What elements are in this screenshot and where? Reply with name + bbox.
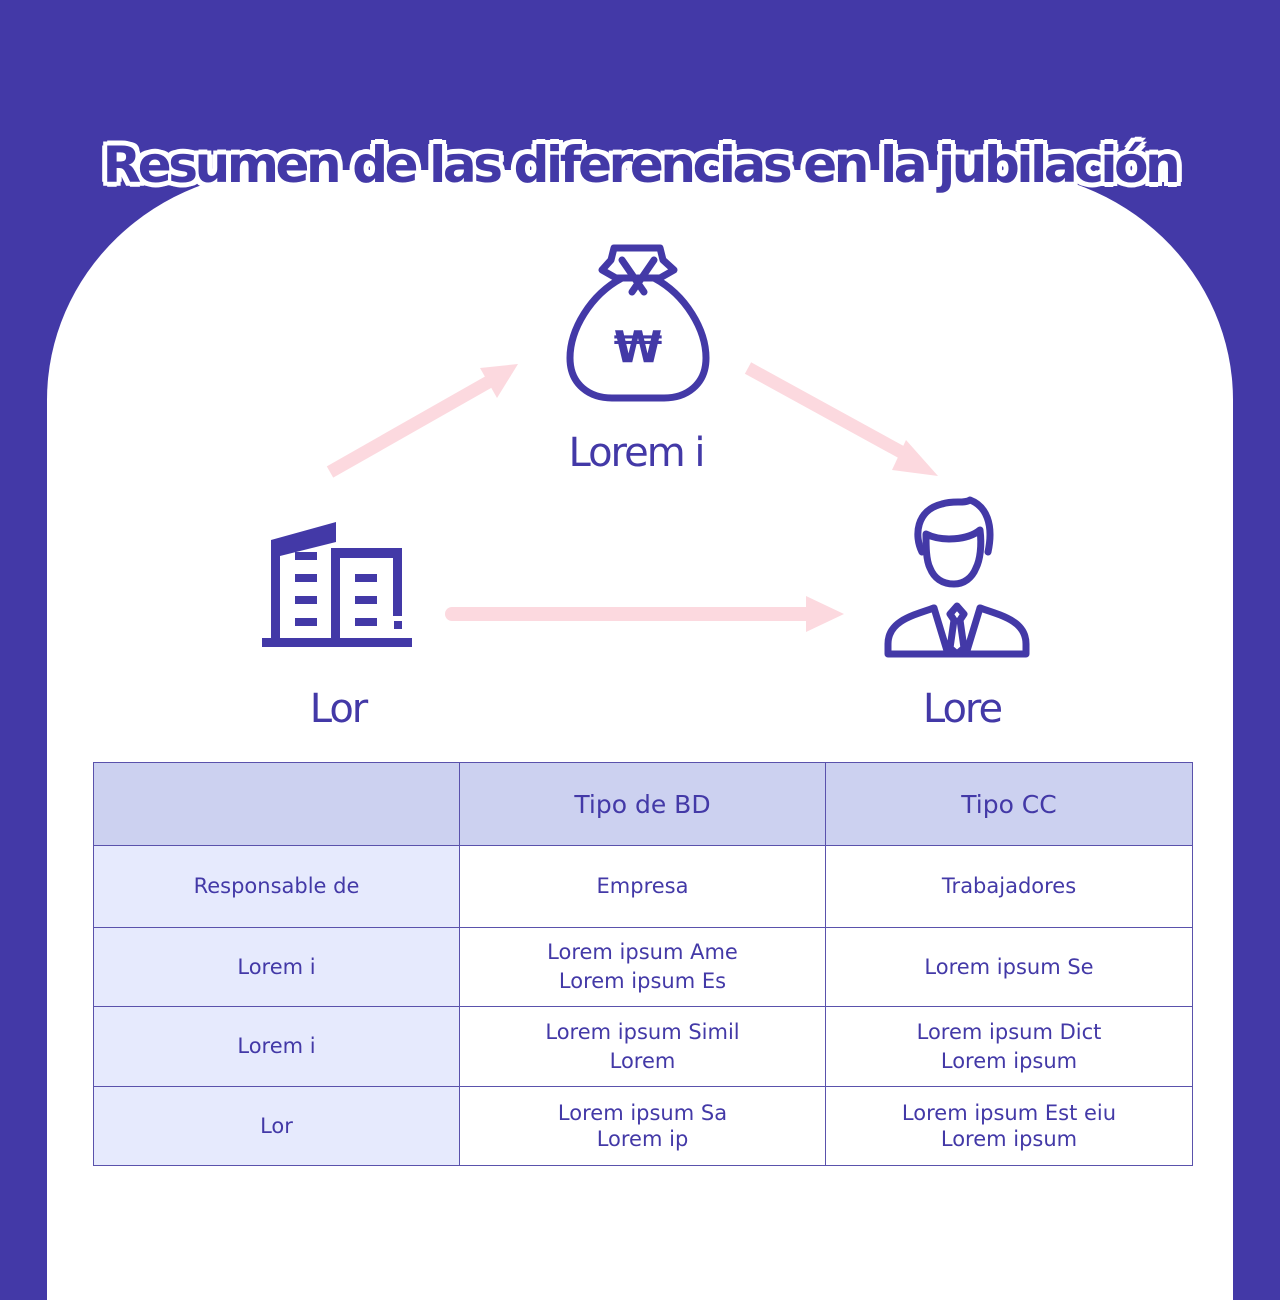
office-building-icon <box>262 522 412 647</box>
cell-cc: Trabajadores <box>825 845 1193 928</box>
cell-line: Lorem ipsum Sa <box>557 1101 728 1125</box>
money-bag-won-icon: ₩ <box>566 244 710 402</box>
cell-line: Lorem ip <box>596 1127 689 1151</box>
cell-bd: Lorem ipsum Ame Lorem ipsum Es <box>459 927 826 1007</box>
row-header: Lorem i <box>93 1006 460 1087</box>
header-cell-bd: Tipo de BD <box>459 762 826 846</box>
table-header-row: Tipo de BD Tipo CC <box>93 762 1193 846</box>
arrow-company-to-worker <box>445 596 844 632</box>
cell-line: Empresa <box>596 874 689 898</box>
cell-cc: Lorem ipsum Se <box>825 927 1193 1007</box>
cell-line: Lorem ipsum <box>940 1048 1078 1073</box>
cell-line: Lorem ipsum <box>940 1127 1078 1151</box>
node-label-company: Lor <box>309 686 369 732</box>
cell-line: Lorem ipsum Simil <box>545 1019 740 1044</box>
cell-line: Lorem ipsum Ame <box>547 940 738 964</box>
comparison-table: Tipo de BD Tipo CC Responsable de Empres… <box>93 762 1193 1166</box>
row-header: Responsable de <box>93 845 460 928</box>
cell-line: Lorem <box>609 1048 676 1073</box>
cell-line: Lorem ipsum Est eiu <box>901 1101 1117 1125</box>
node-label-fund: Lorem i <box>568 430 705 476</box>
cell-line: Lorem ipsum Dict <box>916 1019 1102 1044</box>
page-title: Resumen de las diferencias en la jubilac… <box>102 136 1181 194</box>
table-row: Lorem i Lorem ipsum Ame Lorem ipsum Es L… <box>93 927 1193 1007</box>
cell-line: Lorem ipsum Se <box>924 954 1094 979</box>
table-row: Lorem i Lorem ipsum Simil Lorem Lorem ip… <box>93 1006 1193 1087</box>
header-cell-empty <box>93 762 460 846</box>
node-label-worker: Lore <box>922 686 1003 732</box>
row-header: Lorem i <box>93 927 460 1007</box>
cell-bd: Empresa <box>459 845 826 928</box>
cell-bd: Lorem ipsum Simil Lorem <box>459 1006 826 1087</box>
table-row: Responsable de Empresa Trabajadores <box>93 845 1193 928</box>
svg-text:₩: ₩ <box>614 322 663 373</box>
table-row: Lor Lorem ipsum Sa Lorem ip Lorem ipsum … <box>93 1086 1193 1166</box>
cell-line: Trabajadores <box>941 874 1077 898</box>
cell-line: Lorem ipsum Es <box>558 969 727 993</box>
businessman-icon <box>884 496 1030 658</box>
cell-cc: Lorem ipsum Dict Lorem ipsum <box>825 1006 1193 1087</box>
row-header: Lor <box>93 1086 460 1166</box>
header-cell-cc: Tipo CC <box>825 762 1193 846</box>
arrow-company-to-fund <box>326 364 518 478</box>
cell-cc: Lorem ipsum Est eiu Lorem ipsum <box>825 1086 1193 1166</box>
cell-bd: Lorem ipsum Sa Lorem ip <box>459 1086 826 1166</box>
arrow-fund-to-worker <box>744 362 938 476</box>
